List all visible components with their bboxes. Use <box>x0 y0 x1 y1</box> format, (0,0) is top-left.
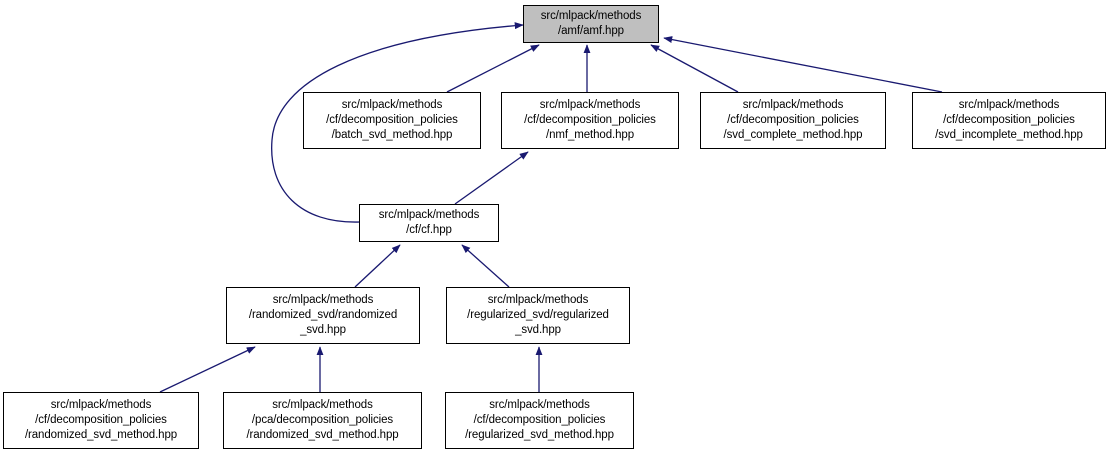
node-svd-incomplete-method-line-3: /svd_incomplete_method.hpp <box>935 129 1083 141</box>
node-pca-randomized-svd-method-line-3: /randomized_svd_method.hpp <box>246 429 399 441</box>
edge-batch-svd-to-amf <box>446 44 540 93</box>
node-randomized-svd-line-2: /randomized_svd/randomized <box>248 309 398 321</box>
node-batch-svd-method[interactable]: src/mlpack/methods /cf/decomposition_pol… <box>303 92 481 149</box>
node-pca-randomized-svd-method[interactable]: src/mlpack/methods /pca/decomposition_po… <box>223 392 422 449</box>
edge-svd-incomplete-to-amf <box>663 36 943 93</box>
node-cf-regularized-svd-method-line-2: /cf/decomposition_policies <box>473 414 606 426</box>
node-regularized-svd[interactable]: src/mlpack/methods /regularized_svd/regu… <box>446 287 630 344</box>
edge-cf-to-amf <box>271 22 524 223</box>
node-svd-complete-method-line-3: /svd_complete_method.hpp <box>723 129 863 141</box>
edge-randomized-svd-to-cf <box>354 244 401 288</box>
node-cf-randomized-svd-method-line-2: /cf/decomposition_policies <box>35 414 167 426</box>
node-randomized-svd-line-3: _svd.hpp <box>300 324 346 336</box>
node-cf-randomized-svd-method-line-1: src/mlpack/methods <box>50 399 152 411</box>
node-regularized-svd-line-2: /regularized_svd/regularized <box>467 309 609 321</box>
node-nmf-method-line-2: /cf/decomposition_policies <box>524 114 656 126</box>
node-svd-complete-method-line-1: src/mlpack/methods <box>742 99 844 111</box>
node-cf-line-1: src/mlpack/methods <box>378 209 480 221</box>
node-amf-line-1: src/mlpack/methods <box>540 10 642 22</box>
node-randomized-svd-line-1: src/mlpack/methods <box>272 294 374 306</box>
node-cf[interactable]: src/mlpack/methods /cf/cf.hpp <box>359 204 499 242</box>
edge-regularized-svd-to-cf <box>461 244 510 288</box>
node-amf[interactable]: src/mlpack/methods /amf/amf.hpp <box>523 5 659 43</box>
node-nmf-method-line-3: /nmf_method.hpp <box>545 129 634 141</box>
node-nmf-method[interactable]: src/mlpack/methods /cf/decomposition_pol… <box>501 92 679 149</box>
node-svd-complete-method[interactable]: src/mlpack/methods /cf/decomposition_pol… <box>700 92 886 149</box>
node-regularized-svd-line-1: src/mlpack/methods <box>487 294 589 306</box>
node-cf-randomized-svd-method[interactable]: src/mlpack/methods /cf/decomposition_pol… <box>3 392 199 449</box>
node-cf-regularized-svd-method-line-3: /regularized_svd_method.hpp <box>465 429 614 441</box>
node-regularized-svd-line-3: _svd.hpp <box>515 324 561 336</box>
edge-svd-complete-to-amf <box>650 44 739 93</box>
node-svd-complete-method-line-2: /cf/decomposition_policies <box>727 114 859 126</box>
node-batch-svd-method-line-1: src/mlpack/methods <box>341 99 443 111</box>
edge-cf-to-nmf <box>454 151 529 205</box>
node-amf-line-2: /amf/amf.hpp <box>558 25 624 37</box>
node-nmf-method-line-1: src/mlpack/methods <box>539 99 641 111</box>
node-pca-randomized-svd-method-line-1: src/mlpack/methods <box>272 399 373 411</box>
node-cf-regularized-svd-method[interactable]: src/mlpack/methods /cf/decomposition_pol… <box>445 392 634 449</box>
node-randomized-svd[interactable]: src/mlpack/methods /randomized_svd/rando… <box>226 287 420 344</box>
node-cf-regularized-svd-method-line-1: src/mlpack/methods <box>489 399 590 411</box>
node-pca-randomized-svd-method-line-2: /pca/decomposition_policies <box>251 414 394 426</box>
edge-cf-randomized-method-to-randomized-svd <box>159 346 256 393</box>
node-batch-svd-method-line-2: /cf/decomposition_policies <box>326 114 458 126</box>
node-batch-svd-method-line-3: /batch_svd_method.hpp <box>331 129 453 141</box>
node-cf-line-2: /cf/cf.hpp <box>406 224 452 236</box>
node-svd-incomplete-method[interactable]: src/mlpack/methods /cf/decomposition_pol… <box>912 92 1106 149</box>
node-svd-incomplete-method-line-2: /cf/decomposition_policies <box>943 114 1075 126</box>
node-svd-incomplete-method-line-1: src/mlpack/methods <box>958 99 1060 111</box>
node-cf-randomized-svd-method-line-3: /randomized_svd_method.hpp <box>24 429 178 441</box>
